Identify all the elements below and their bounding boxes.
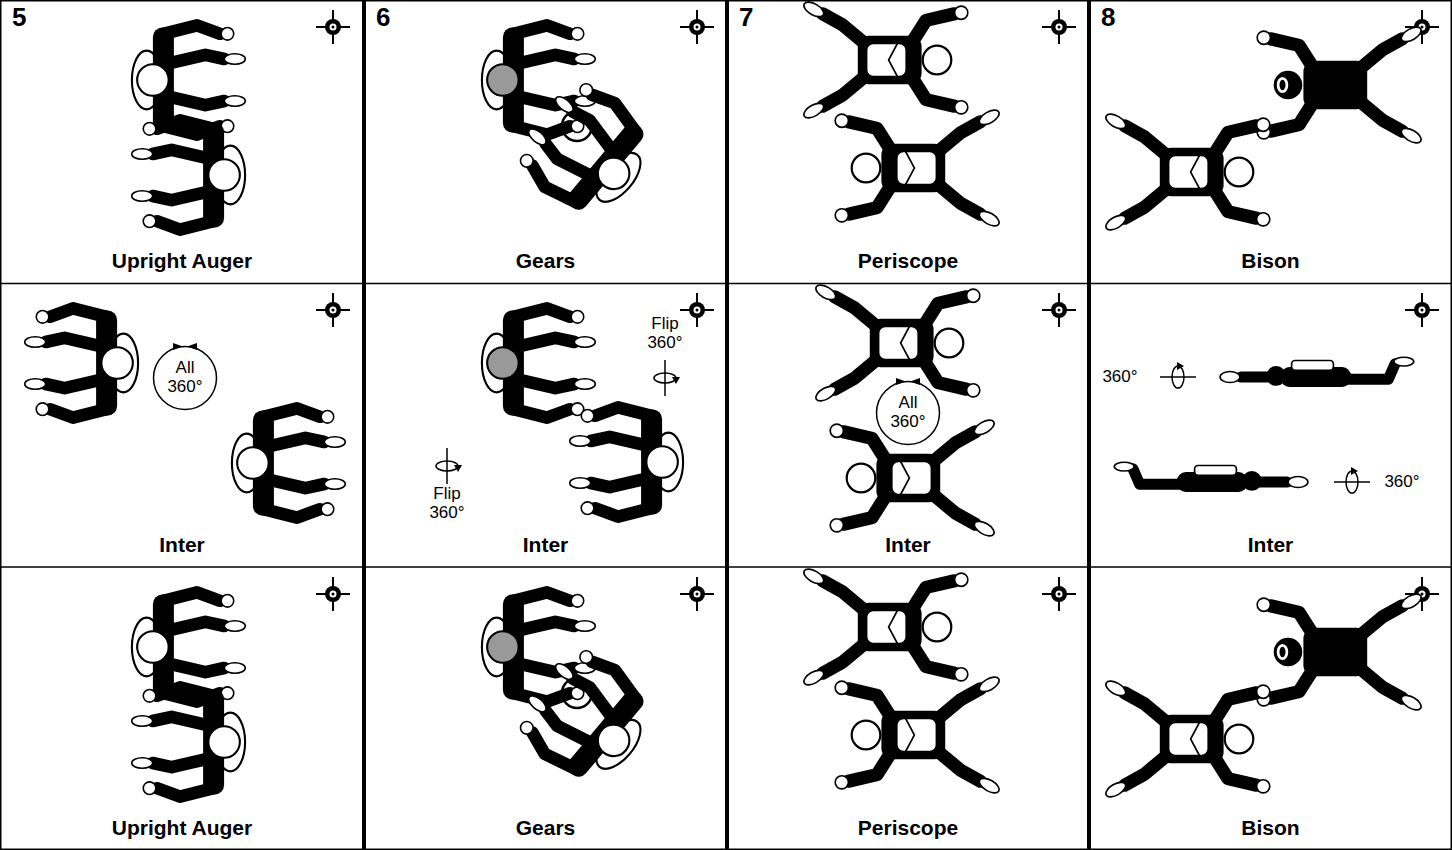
belly-flyer-figure [814,282,980,404]
belly-flyer-figure [835,674,1001,796]
formation-name: Inter [159,532,205,557]
formation-cell: Upright Auger [0,567,364,850]
formation-cell: Inter All 360° [727,283,1089,567]
formation-name: Inter [885,532,931,557]
formation-name: Periscope [858,815,958,840]
jump-run-symbol [316,577,350,611]
belly-flyer-figure [830,417,996,539]
rotation-label: Flip 360° [642,315,688,352]
formation-cell: 6Gears [364,0,727,283]
formation-name: Inter [1248,532,1294,557]
jump-run-symbol [316,10,350,44]
sit-flyer-figure [25,308,138,417]
sit-flyer-figure [570,407,683,516]
rotation-label: 360° [1384,473,1419,492]
formation-number: 8 [1101,3,1115,32]
sit-flyer-figure [132,687,245,796]
flip-symbol [436,448,462,484]
formation-number: 7 [739,3,753,32]
formation-name: Upright Auger [112,815,252,840]
formation-cell: Periscope [727,567,1089,850]
jump-run-symbol [680,293,714,327]
sit-flyer-figure [508,639,665,796]
sit-flyer-figure [132,120,245,229]
formation-number: 5 [12,3,26,32]
jump-run-symbol [1042,577,1076,611]
grip-circle [562,111,592,141]
rotation-arrowhead [896,378,906,385]
formation-cell: Bison [1089,567,1452,850]
back-flyer-figure [1257,24,1423,146]
column-divider [1087,0,1091,850]
label-anchor: Flip 360° [424,485,470,522]
formation-cell: Inter All 360° [0,283,364,567]
formation-name: Bison [1241,815,1299,840]
formation-cell: 8Bison [1089,0,1452,283]
belly-flyer-figure [835,107,1001,229]
jump-run-symbol [316,293,350,327]
belly-flyer-figure [1104,678,1270,800]
formation-cell: 7Periscope [727,0,1089,283]
rotation-circle-ring [154,347,217,410]
formation-number: 6 [376,3,390,32]
jump-run-symbol [680,577,714,611]
side-view-figure [1220,357,1414,387]
formation-name: Gears [516,815,576,840]
label-anchor: 360° [1384,473,1419,492]
rotation-label: 360° [1102,368,1137,387]
formation-cell: 5Upright Auger [0,0,364,283]
formation-name: Upright Auger [112,248,252,273]
jump-run-symbol [1042,10,1076,44]
grip-circle [562,678,592,708]
rotation-circle-outline [152,345,218,411]
rotation-circle: All 360° [152,345,218,411]
sit-flyer-figure [508,72,665,229]
rotation-label: Flip 360° [424,485,470,522]
formation-name: Periscope [858,248,958,273]
formation-cell: Inter [364,283,727,567]
side-view-figure [1114,462,1308,492]
back-flyer-figure [1257,591,1423,713]
rotation-symbol [1160,362,1196,388]
jump-run-symbol [1042,293,1076,327]
rotation-arrowhead [187,343,197,350]
formation-name: Inter [523,532,569,557]
belly-flyer-figure [802,566,968,688]
rotation-circle-outline [875,380,941,446]
rotation-text: All 360° [162,359,208,396]
formation-cell: Inter [1089,283,1452,567]
belly-flyer-figure [802,0,968,121]
rotation-circle: All 360° [875,380,941,446]
rotation-arrowhead [173,343,183,350]
belly-flyer-figure [1104,111,1270,233]
jump-run-symbol [1405,293,1439,327]
formation-name: Bison [1241,248,1299,273]
formation-name: Gears [516,248,576,273]
rotation-arrowhead [910,378,920,385]
flip-symbol [654,360,680,396]
column-divider [725,0,729,850]
rotation-text: All 360° [885,394,931,431]
formation-cell: Gears [364,567,727,850]
column-divider [362,0,366,850]
jump-run-symbol [680,10,714,44]
rotation-circle-ring [877,382,940,445]
label-anchor: Flip 360° [642,315,688,352]
sit-flyer-figure [482,308,595,417]
rotation-symbol [1334,467,1370,493]
sit-flyer-figure [232,408,345,517]
label-anchor: 360° [1102,368,1137,387]
